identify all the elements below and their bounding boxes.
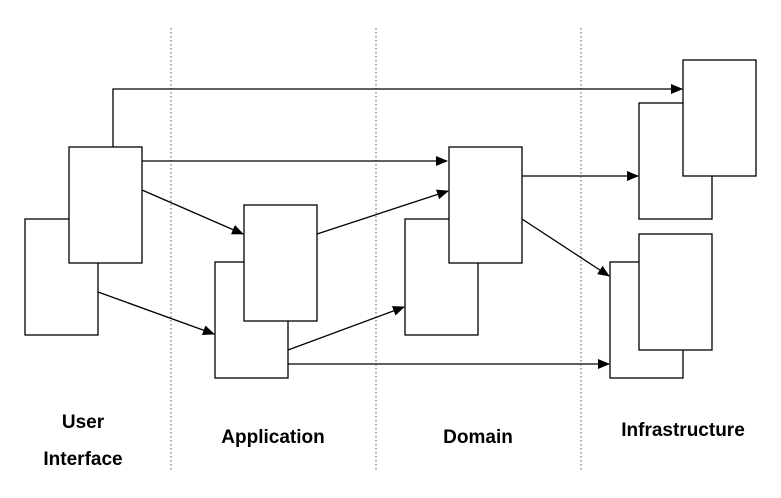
label-infrastructure: Infrastructure [621,420,745,441]
ui-box-front [68,146,143,264]
label-user-interface-line1: User [62,412,105,433]
arrow-application-front-to-domain-front [316,189,449,235]
label-application: Application [221,427,324,448]
infrastructure-upper-box-front [682,59,757,177]
arrow-ui-to-infrastructure-upper [112,84,683,147]
label-domain: Domain [443,427,513,448]
arrow-ui-back-to-application-back [97,291,215,335]
label-user-interface-line2: Interface [43,449,122,470]
application-box-front [243,204,318,322]
arrow-domain-to-infrastructure-lower [521,218,610,277]
arrow-application-back-to-domain-back [287,306,405,351]
arrow-ui-to-application-front [141,189,244,235]
domain-box-front [448,146,523,264]
infrastructure-lower-box-front [638,233,713,351]
